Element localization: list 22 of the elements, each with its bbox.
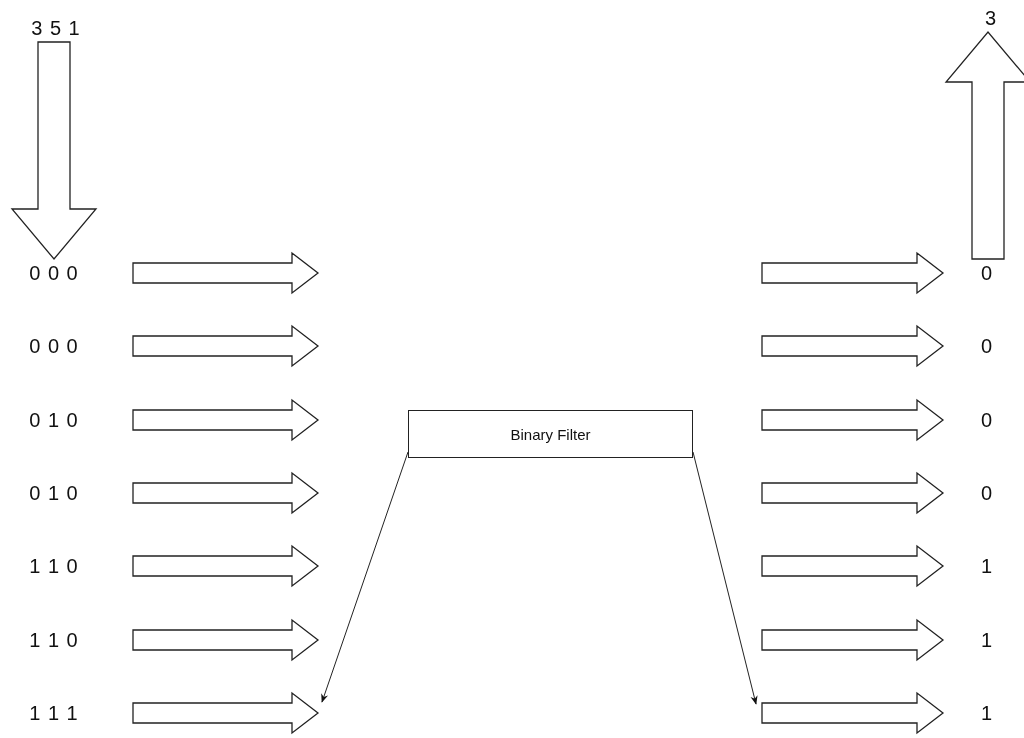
process-box — [408, 410, 693, 458]
bit-label: 1 — [980, 701, 994, 725]
bit-label: 0 — [980, 261, 994, 285]
bit-label: 0 1 0 — [29, 481, 79, 505]
bit-label: 1 1 0 — [29, 628, 79, 652]
bit-label: 1 — [980, 628, 994, 652]
bit-label: 0 1 0 — [29, 408, 79, 432]
arrow — [692, 451, 758, 705]
bit-label: 1 — [980, 554, 994, 578]
bit-label: 0 — [980, 481, 994, 505]
block-arrow — [10, 41, 98, 260]
bit-label: 0 — [980, 334, 994, 358]
bit-label: 0 0 0 — [29, 334, 79, 358]
bit-label: 0 0 0 — [29, 261, 79, 285]
arrow — [321, 451, 409, 703]
box-label: Binary Filter — [510, 425, 591, 443]
bit-label: 3 — [984, 6, 998, 30]
block-arrow — [944, 31, 1024, 260]
bit-label: 1 1 0 — [29, 554, 79, 578]
bit-label: 1 1 1 — [29, 701, 79, 725]
bit-label: 0 — [980, 408, 994, 432]
bit-label: 3 5 1 — [31, 16, 81, 40]
